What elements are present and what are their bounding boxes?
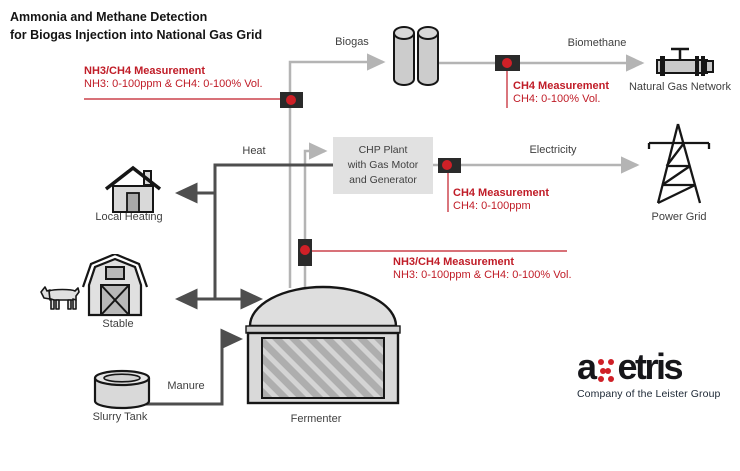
fermenter-icon <box>245 285 401 405</box>
axetris-logo: a etris Company of the Leister Group <box>577 349 737 401</box>
manure-label: Manure <box>167 380 205 392</box>
sensor-chp-feed <box>298 239 312 266</box>
measurement-chp-feed: NH3/CH4 Measurement NH3: 0-100ppm & CH4:… <box>393 256 572 282</box>
gas-pipe-icon <box>656 47 714 76</box>
slurry-tank-label: Slurry Tank <box>92 411 148 423</box>
power-tower-icon <box>647 123 711 205</box>
axetris-wordmark: a etris <box>577 349 737 385</box>
sensor-biogas-raw <box>280 92 303 108</box>
manure-line <box>137 328 243 406</box>
measurement-chp-exhaust: CH4 Measurement CH4: 0-100ppm <box>453 187 549 213</box>
measurement-range: NH3: 0-100ppm & CH4: 0-100% Vol. <box>84 77 263 90</box>
power-grid-label: Power Grid <box>651 211 707 223</box>
page-title: Ammonia and Methane Detection for Biogas… <box>10 8 262 44</box>
measurement-range: CH4: 0-100% Vol. <box>513 92 601 105</box>
natural-gas-network-label: Natural Gas Network <box>628 81 732 93</box>
biomethane-label: Biomethane <box>567 37 627 49</box>
chp-line1: CHP Plant <box>358 144 408 157</box>
logo-tagline: Company of the Leister Group <box>577 388 721 400</box>
sensors <box>280 55 520 266</box>
stable-label: Stable <box>102 318 134 330</box>
red-dots-x-icon <box>597 358 615 383</box>
measurement-range: NH3: 0-100ppm & CH4: 0-100% Vol. <box>393 268 572 281</box>
slurry-tank-icon <box>93 369 151 410</box>
logo-part2: etris <box>617 346 684 387</box>
measurement-range: CH4: 0-100ppm <box>453 199 531 212</box>
chp-plant-box: CHP Plant with Gas Motor and Generator <box>333 137 433 194</box>
biogas-label: Biogas <box>335 36 369 48</box>
measurement-title: NH3/CH4 Measurement <box>84 65 206 77</box>
measurement-title: NH3/CH4 Measurement <box>393 256 515 268</box>
cow-icon <box>40 286 80 310</box>
sensor-chp-exhaust <box>438 158 461 173</box>
measurement-leader-lines <box>84 69 567 252</box>
chp-line2: with Gas Motor <box>347 159 419 172</box>
chp-line3: and Generator <box>349 173 417 186</box>
measurement-title: CH4 Measurement <box>513 80 609 92</box>
logo-part1: a <box>577 346 597 387</box>
barn-icon <box>81 254 149 317</box>
heat-main-line <box>213 163 333 299</box>
heat-label: Heat <box>242 145 266 157</box>
fermenter-label: Fermenter <box>290 413 342 425</box>
house-icon <box>104 165 162 213</box>
measurement-biomethane: CH4 Measurement CH4: 0-100% Vol. <box>513 80 609 106</box>
chp-feed-line <box>303 142 328 288</box>
electricity-label: Electricity <box>529 144 577 156</box>
heat-manure-lines <box>137 163 333 406</box>
gas-columns-icon <box>393 26 439 86</box>
title-line2: for Biogas Injection into National Gas G… <box>10 28 263 43</box>
biogas-line <box>288 53 386 288</box>
title-line1: Ammonia and Methane Detection <box>10 10 208 24</box>
measurement-title: CH4 Measurement <box>453 187 549 199</box>
local-heating-label: Local Heating <box>95 211 163 223</box>
measurement-biogas-raw: NH3/CH4 Measurement NH3: 0-100ppm & CH4:… <box>84 65 263 91</box>
sensor-biomethane <box>495 55 520 71</box>
